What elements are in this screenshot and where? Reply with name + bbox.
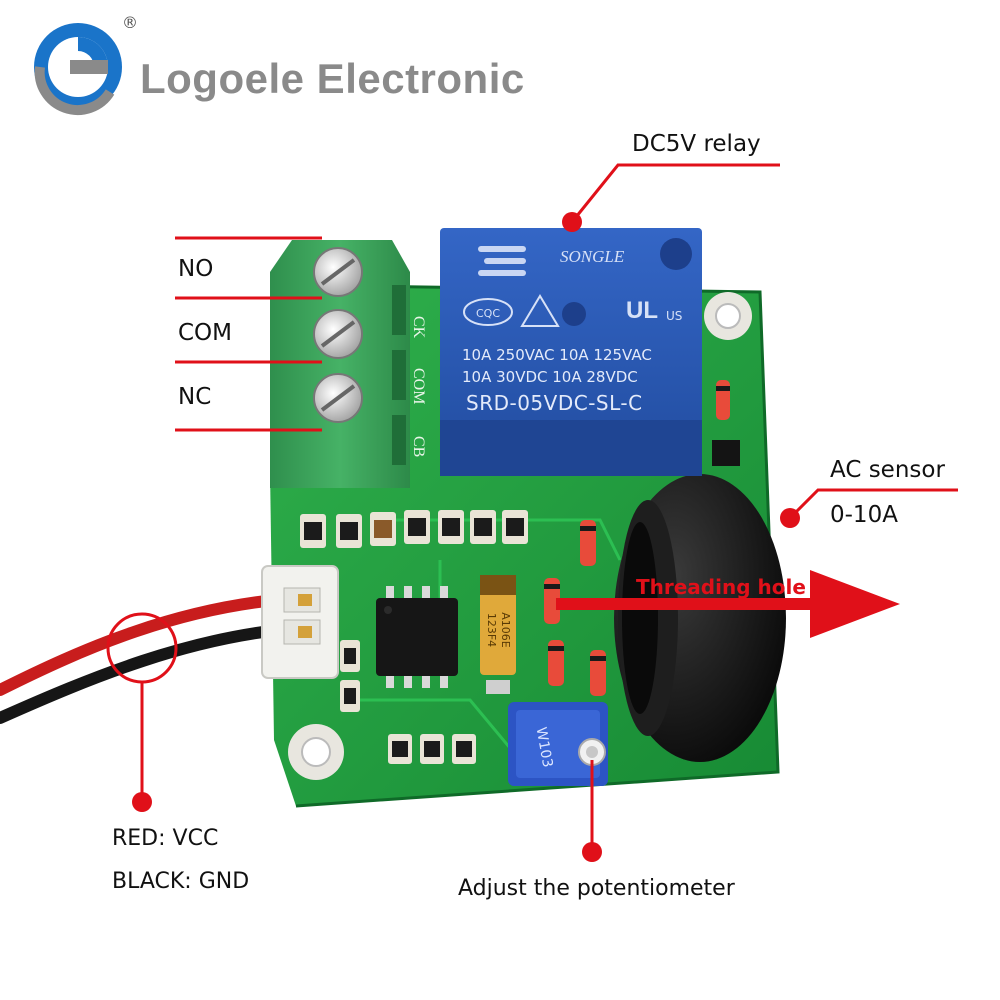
smd-component-row — [340, 640, 476, 764]
silkscreen-labels: CK COM CB — [410, 316, 427, 457]
power-cable — [0, 592, 306, 724]
mounting-hole — [288, 724, 344, 780]
label-ac-range: 0-10A — [830, 502, 898, 528]
tantalum-capacitor: A106E 123F4 — [480, 575, 516, 694]
diodes — [544, 380, 740, 696]
capacitor-marking: A106E — [499, 612, 512, 648]
silkscreen-ck: CK — [410, 316, 427, 339]
terminal-block — [270, 240, 410, 488]
ul-mark-icon: UL — [626, 297, 658, 324]
relay-model: SRD-05VDC-SL-C — [466, 391, 643, 415]
terminal-screw — [313, 309, 363, 359]
label-black-gnd: BLACK: GND — [112, 869, 250, 894]
brand-name: Logoele Electronic — [140, 55, 525, 102]
capacitor-marking: 123F4 — [485, 613, 498, 647]
potentiometer: W103 — [508, 702, 608, 786]
terminal-screw — [313, 373, 363, 423]
relay-brand: SONGLE — [560, 247, 625, 266]
potentiometer-marking: W103 — [533, 726, 556, 769]
label-ac-sensor: AC sensor — [830, 457, 945, 483]
cable-highlight-circle — [106, 612, 178, 684]
silkscreen-com: COM — [410, 368, 427, 404]
smd-component-row — [300, 510, 528, 548]
label-com: COM — [178, 320, 233, 346]
silkscreen-cb: CB — [410, 436, 427, 457]
terminal-screw — [313, 247, 363, 297]
cert-cqc: CQC — [476, 307, 500, 320]
current-sensor-ring — [614, 474, 786, 762]
relay-rating-line1: 10A 250VAC 10A 125VAC — [462, 346, 652, 364]
registered-mark: ® — [122, 13, 138, 32]
annotation-lines — [140, 163, 958, 852]
relay: SONGLE CQC UL US 10A 250VAC 10A 125VAC 1… — [440, 228, 702, 476]
label-relay: DC5V relay — [632, 131, 761, 157]
jst-connector — [261, 565, 339, 679]
label-red-vcc: RED: VCC — [112, 826, 219, 851]
label-no: NO — [178, 256, 214, 282]
brand-logo: ® — [34, 13, 138, 116]
label-nc: NC — [178, 384, 212, 410]
threading-hole-label: Threading hole — [636, 575, 806, 599]
mounting-hole — [704, 292, 752, 340]
cert-us: US — [666, 309, 682, 323]
label-potentiometer: Adjust the potentiometer — [458, 876, 735, 901]
threading-arrow-icon — [556, 570, 900, 638]
relay-rating-line2: 10A 30VDC 10A 28VDC — [462, 368, 638, 386]
annotation-dots — [132, 212, 800, 862]
ic-chip — [376, 586, 458, 688]
